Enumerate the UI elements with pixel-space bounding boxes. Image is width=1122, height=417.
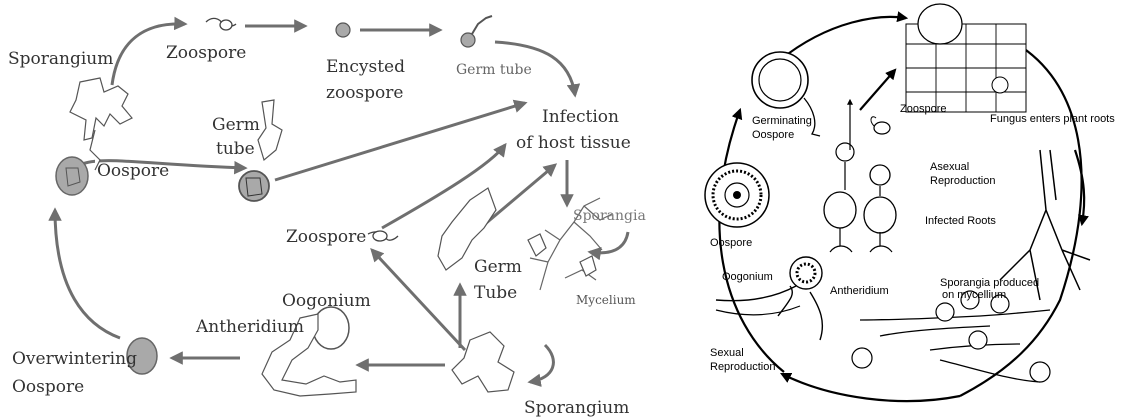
- label-encysted-1: Encysted: [326, 57, 405, 77]
- germ-tube-top-drawing: [461, 16, 492, 47]
- zoospore-top-drawing: [206, 18, 236, 30]
- label-asexual-2: Reproduction: [930, 175, 995, 187]
- label-sporangia-1: Sporangia produced: [940, 277, 1039, 289]
- label-sporangium-bottom: Sporangium: [524, 398, 629, 417]
- label-oogonium: Oogonium: [722, 271, 773, 283]
- label-zoospore-top: Zoospore: [166, 43, 246, 63]
- label-sporangia: Sporangia: [573, 208, 646, 224]
- right-cycle-diagram: Germinating Oospore Zoospore Fungus ente…: [705, 4, 1115, 401]
- label-sexual-1: Sexual: [710, 347, 744, 359]
- label-germ-tube-top: Germ tube: [456, 62, 532, 78]
- zoospore-mid-drawing: [368, 231, 398, 241]
- oospore-drawing: [705, 163, 769, 227]
- label-sporangia-2: on mycellium: [942, 289, 1006, 301]
- label-germ-tube-low-1: Germ: [474, 257, 522, 277]
- label-zoospore: Zoospore: [900, 103, 946, 115]
- zoospores-sporangia-drawing: [824, 70, 896, 252]
- label-oospore: Oospore: [97, 161, 169, 181]
- label-germ-tube-low-2: Tube: [474, 283, 517, 303]
- label-overwintering-1: Overwintering: [12, 349, 137, 369]
- sporangium-top-drawing: [70, 78, 132, 170]
- left-cycle-diagram: Sporangium Zoospore Encysted zoospore Ge…: [8, 16, 646, 417]
- label-enters-roots: Fungus enters plant roots: [990, 113, 1115, 125]
- label-infected-roots: Infected Roots: [925, 215, 996, 227]
- label-asexual-1: Asexual: [930, 161, 969, 173]
- label-overwintering-2: Oospore: [12, 377, 84, 397]
- label-antheridium: Antheridium: [830, 285, 889, 297]
- label-germ-tube-mid-2: tube: [216, 139, 255, 159]
- oospore-top-left: [56, 157, 88, 195]
- right-labels: Germinating Oospore Zoospore Fungus ente…: [710, 103, 1115, 373]
- label-germinating-1: Germinating: [752, 115, 812, 127]
- label-encysted-2: zoospore: [326, 83, 403, 103]
- label-sporangium-top: Sporangium: [8, 49, 113, 69]
- label-mycelium: Mycelium: [576, 293, 636, 307]
- label-antheridium: Antheridium: [195, 317, 304, 337]
- mycellium-sporangia-drawing: [852, 291, 1050, 382]
- label-zoospore-mid: Zoospore: [286, 227, 366, 247]
- root-tissue-drawing: [906, 4, 1026, 112]
- label-germinating-2: Oospore: [752, 129, 794, 141]
- label-infection-1: Infection: [542, 107, 619, 127]
- label-oogonium: Oogonium: [282, 291, 371, 311]
- encysted-zoospore-drawing: [336, 23, 350, 37]
- label-infection-2: of host tissue: [516, 133, 631, 153]
- label-germ-tube-mid-1: Germ: [212, 115, 260, 135]
- cycle-arrow-bottom: [782, 374, 960, 401]
- label-sexual-2: Reproduction: [710, 361, 775, 373]
- cycle-arrow-top: [780, 17, 906, 60]
- label-oospore: Oospore: [710, 237, 752, 249]
